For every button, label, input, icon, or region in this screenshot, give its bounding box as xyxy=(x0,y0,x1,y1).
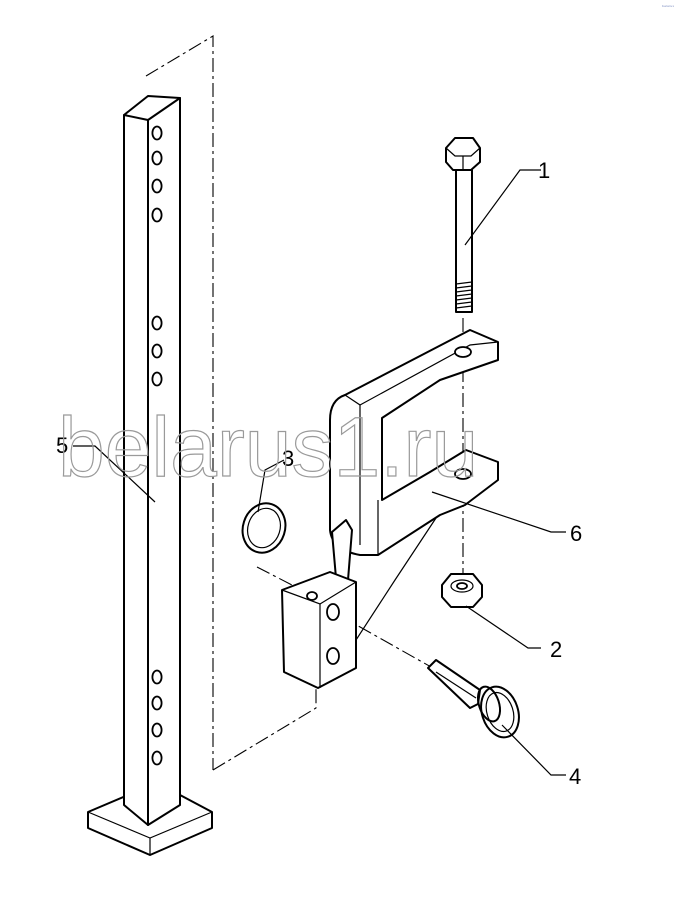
callout-5: 5 xyxy=(56,433,68,458)
callout-labels: 1 2 3 4 5 6 xyxy=(56,158,582,789)
callout-2: 2 xyxy=(550,637,562,662)
bracket-part xyxy=(281,329,499,689)
corner-mark: ᵇᵉˡᵃʳᵘˢ xyxy=(662,5,674,11)
leader-lines xyxy=(73,169,566,776)
post-holes xyxy=(151,125,163,766)
ring-part xyxy=(241,502,287,554)
pin-part xyxy=(427,659,520,739)
watermark: belarus1.ru xyxy=(58,400,478,494)
callout-3: 3 xyxy=(282,446,294,471)
callout-4: 4 xyxy=(569,764,581,789)
callout-1: 1 xyxy=(538,158,550,183)
nut-part xyxy=(441,573,483,608)
bolt-thread xyxy=(455,281,473,309)
callout-6: 6 xyxy=(570,521,582,546)
bolt-part xyxy=(445,137,481,313)
post-part xyxy=(87,95,213,856)
